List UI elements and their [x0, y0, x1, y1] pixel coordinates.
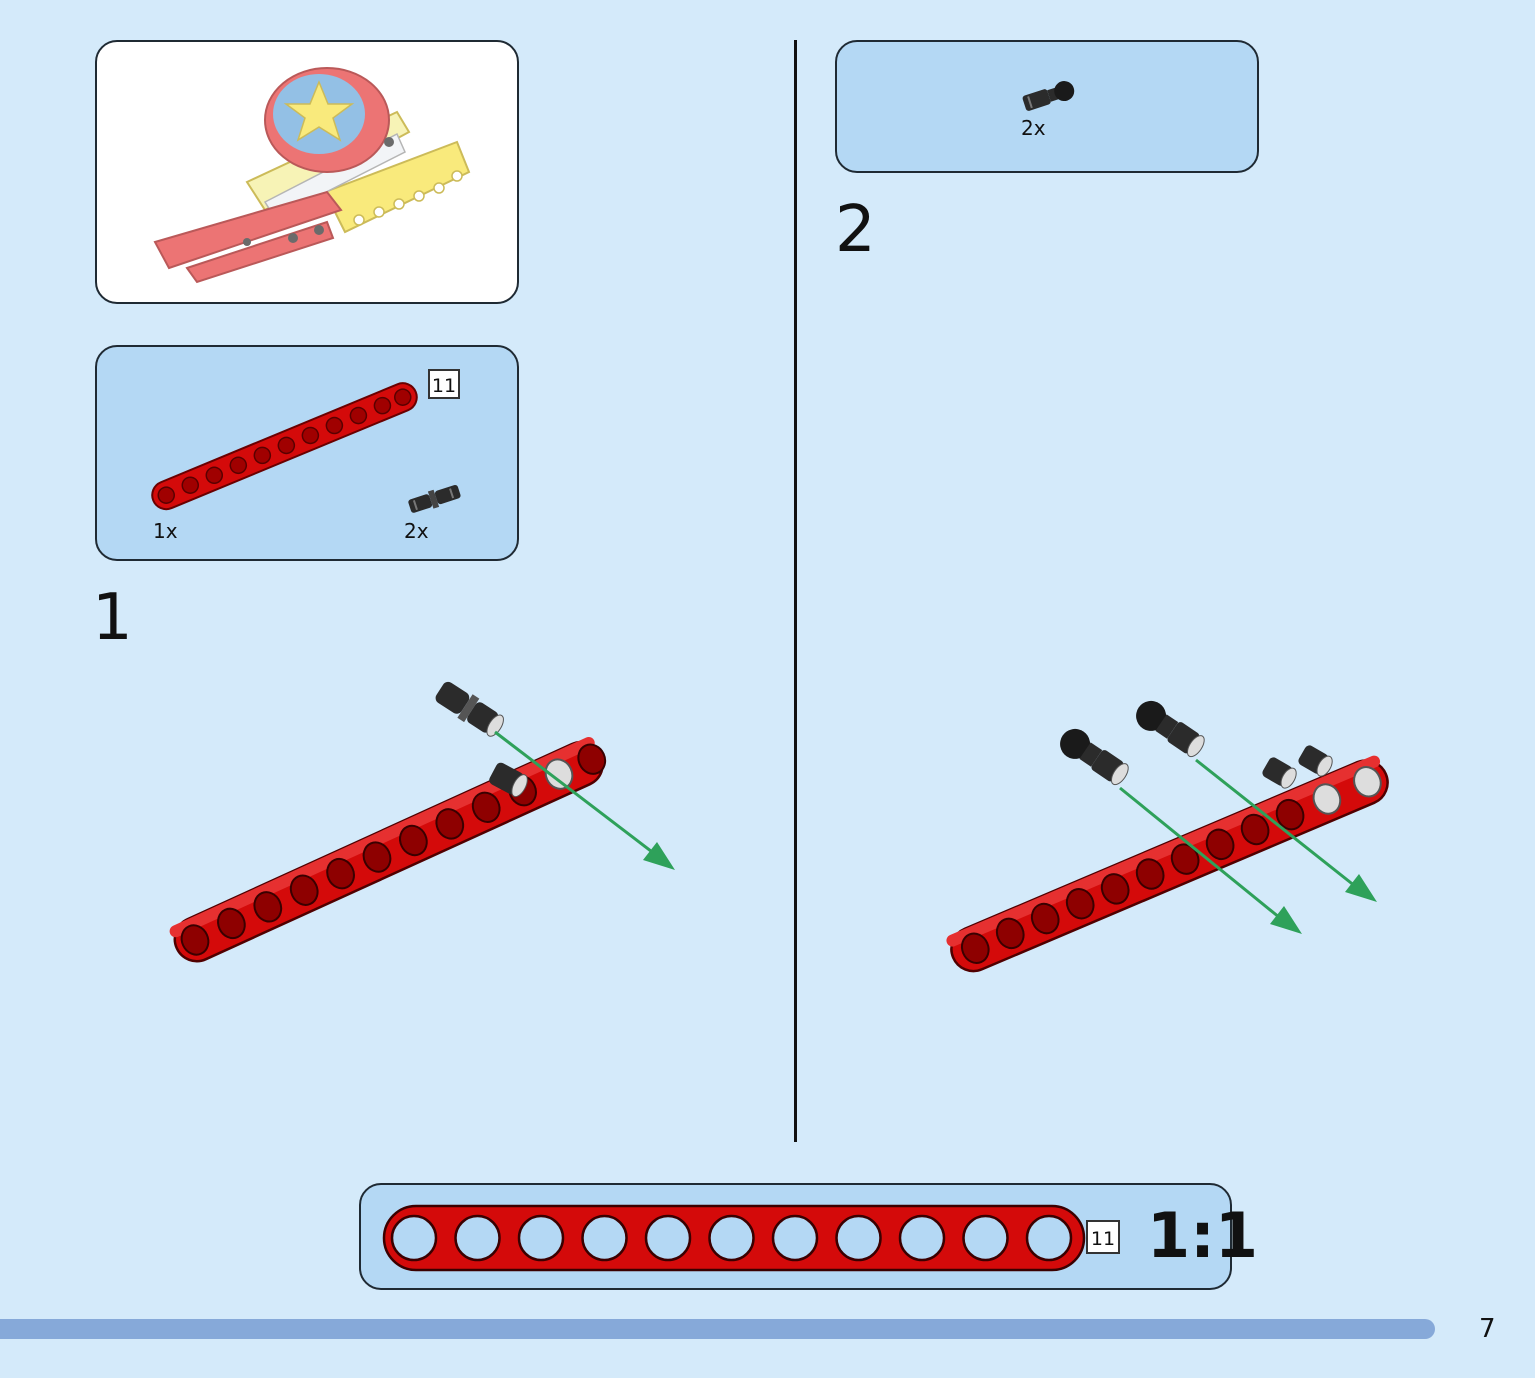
step1-parts-panel: 11 1x 2x: [95, 345, 519, 561]
scale-beam-hole: [962, 1214, 1009, 1262]
scale-reference-panel: 11 1:1: [359, 1183, 1258, 1290]
scale-ratio: 1:1: [1147, 1199, 1259, 1272]
model-preview-panel: [95, 40, 519, 304]
scale-beam-hole: [454, 1214, 501, 1262]
scale-beam-hole: [1025, 1214, 1073, 1262]
scale-beam-hole: [835, 1214, 882, 1262]
step-divider: [794, 40, 797, 1142]
scale-beam-hole: [708, 1214, 755, 1262]
scale-beam-hole: [517, 1214, 565, 1262]
peg-quantity: 2x: [404, 519, 429, 543]
scale-length-badge: 11: [1086, 1220, 1120, 1254]
beam-quantity: 1x: [153, 519, 178, 543]
scale-beam: [382, 1204, 1086, 1272]
model-preview-image: [153, 67, 471, 284]
step1-illustration: [169, 681, 675, 963]
step2-illustration: [946, 700, 1389, 973]
scale-beam-hole: [644, 1214, 692, 1262]
progress-bar: [0, 1319, 1435, 1339]
ball-peg-quantity: 2x: [1021, 116, 1046, 140]
beam-length-badge: 11: [428, 369, 460, 399]
scale-beam-hole: [390, 1214, 438, 1262]
ball-peg-icon: [1022, 81, 1075, 111]
red-beam-11-icon: [151, 382, 418, 511]
connector-peg-icon: [408, 484, 461, 513]
step2-parts-panel: 2x: [835, 40, 1259, 173]
scale-beam-hole: [771, 1214, 819, 1262]
scale-beam-hole: [581, 1214, 628, 1262]
step-number: 1: [92, 581, 133, 655]
page-number: 7: [1479, 1314, 1496, 1344]
scale-beam-hole: [898, 1214, 946, 1262]
step-number: 2: [835, 193, 876, 267]
